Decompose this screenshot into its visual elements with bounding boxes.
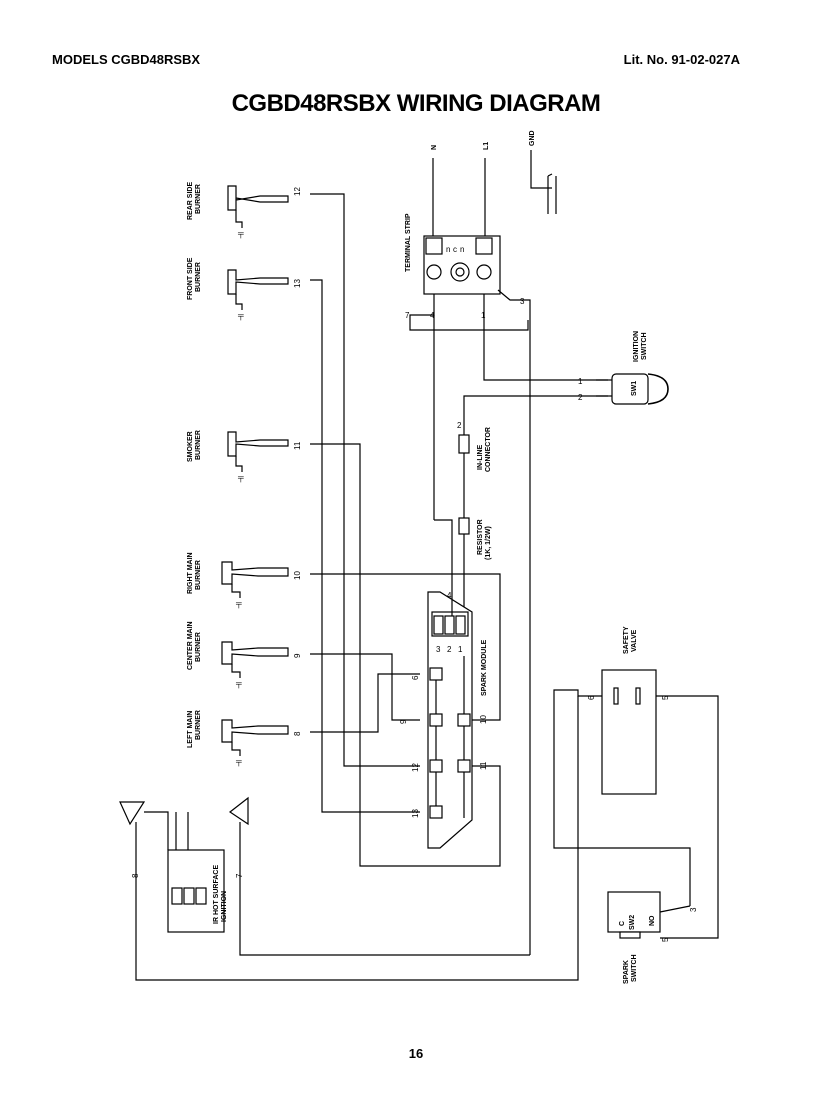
svg-text:BURNER: BURNER [195,560,202,590]
svg-text:BURNER: BURNER [195,430,202,460]
sm-wire-10: 10 [479,715,488,724]
burner-left-main: LEFT MAIN BURNER ╤ [187,710,289,767]
svg-text:╤: ╤ [237,311,244,321]
svg-text:╤: ╤ [237,229,244,239]
svg-text:╤: ╤ [235,757,242,767]
svg-text:RESISTOR: RESISTOR [477,519,484,555]
svg-text:FRONT SIDE: FRONT SIDE [187,257,194,300]
svg-text:BURNER: BURNER [195,710,202,740]
ground-symbol-supply [547,173,557,214]
ir-wire-8: 8 [131,873,140,878]
svg-text:SWITCH: SWITCH [631,954,638,982]
svg-text:╤: ╤ [235,679,242,689]
svg-text:NO: NO [649,915,656,926]
svg-text:SPARK: SPARK [623,960,630,984]
burner-wire-9: 9 [293,653,302,658]
svg-text:RIGHT MAIN: RIGHT MAIN [187,552,194,594]
module-pin-1: 1 [458,645,463,654]
burner-wire-12: 12 [293,187,302,196]
svg-text:VALVE: VALVE [631,629,638,652]
ignition-switch: IGNITION SWITCH SW1 [596,331,669,405]
svg-text:IGNITION: IGNITION [633,331,640,362]
sw1-wire-1: 1 [578,377,583,386]
module-pin-2: 2 [447,645,452,654]
sw1-wire-2: 2 [578,393,583,402]
burner-rear-side: REAR SIDE BURNER ╤ [187,182,289,239]
sm-wire-12: 12 [411,763,420,772]
burner-center-main: CENTER MAIN BURNER ╤ [187,621,289,689]
sm-wire-13: 13 [411,809,420,818]
svg-text:SWITCH: SWITCH [641,332,648,360]
burner-wire-8: 8 [293,731,302,736]
ts-wire-4: 4 [430,311,435,320]
terminal-strip-label: TERMINAL STRIP [405,213,412,272]
svg-text:c: c [453,245,457,254]
neutral-label: N [431,145,438,150]
inline-wire-2: 2 [457,421,462,430]
sw2-wire-3: 3 [689,907,698,912]
spark-module: 3 2 1 SPARK MODULE [427,591,488,849]
ts-wire-1: 1 [481,311,486,320]
burner-front-side: FRONT SIDE BURNER ╤ [187,257,289,321]
spark-switch: C SW2 NO SPARK SWITCH [607,891,661,984]
burner-smoker: SMOKER BURNER ╤ [187,430,289,483]
svg-text:SMOKER: SMOKER [187,431,194,462]
safety-valve: SAFETY VALVE [601,626,657,795]
ts-wire-3: 3 [520,297,525,306]
burner-wire-11: 11 [293,441,302,450]
burner-right-main: RIGHT MAIN BURNER ╤ [187,552,289,609]
ir-hot-surface-ignition: IR HOT SURFACE IGNITION [119,796,249,933]
sm-wire-9: 9 [399,719,408,724]
svg-text:BURNER: BURNER [195,262,202,292]
svg-text:SAFETY: SAFETY [623,626,630,654]
sv-wire-6: 6 [587,695,596,700]
sm-wire-11: 11 [479,761,488,770]
models-header: MODELS CGBD48RSBX [52,52,201,67]
sm-wire-4: 4 [447,591,452,600]
svg-text:CENTER MAIN: CENTER MAIN [187,621,194,670]
ts-wire-7: 7 [405,311,410,320]
svg-text:╤: ╤ [235,599,242,609]
burner-wire-10: 10 [293,571,302,580]
svg-text:BURNER: BURNER [195,632,202,662]
svg-text:(1K, 1/2W): (1K, 1/2W) [485,526,492,560]
svg-text:╤: ╤ [237,473,244,483]
svg-text:BURNER: BURNER [195,184,202,214]
burner-wire-13: 13 [293,279,302,288]
sw1-label: SW1 [631,381,638,396]
page-title: CGBD48RSBX WIRING DIAGRAM [231,90,601,117]
svg-text:REAR SIDE: REAR SIDE [187,182,194,220]
module-pin-3: 3 [436,645,441,654]
svg-text:CONNECTOR: CONNECTOR [485,427,492,472]
svg-text:IR HOT SURFACE: IR HOT SURFACE [213,865,220,924]
svg-text:n: n [446,245,450,254]
page-number: 16 [408,1046,424,1061]
svg-text:SW2: SW2 [629,915,636,930]
ground-label: GND [529,130,536,146]
svg-text:LEFT MAIN: LEFT MAIN [187,711,194,748]
sv-wire-5: 5 [661,695,670,700]
svg-text:IGNITION: IGNITION [221,891,228,922]
ir-wire-7: 7 [235,873,244,878]
supply-leads: N L1 GND [431,130,557,240]
line-label: L1 [483,142,490,150]
lit-number: Lit. No. 91-02-027A [623,52,740,67]
svg-text:SPARK MODULE: SPARK MODULE [481,639,488,696]
svg-text:n: n [460,245,464,254]
sw2-wire-5: 5 [661,937,670,942]
svg-text:C: C [619,921,626,926]
svg-text:IN-LINE: IN-LINE [477,444,484,470]
sm-wire-6: 6 [411,675,420,680]
